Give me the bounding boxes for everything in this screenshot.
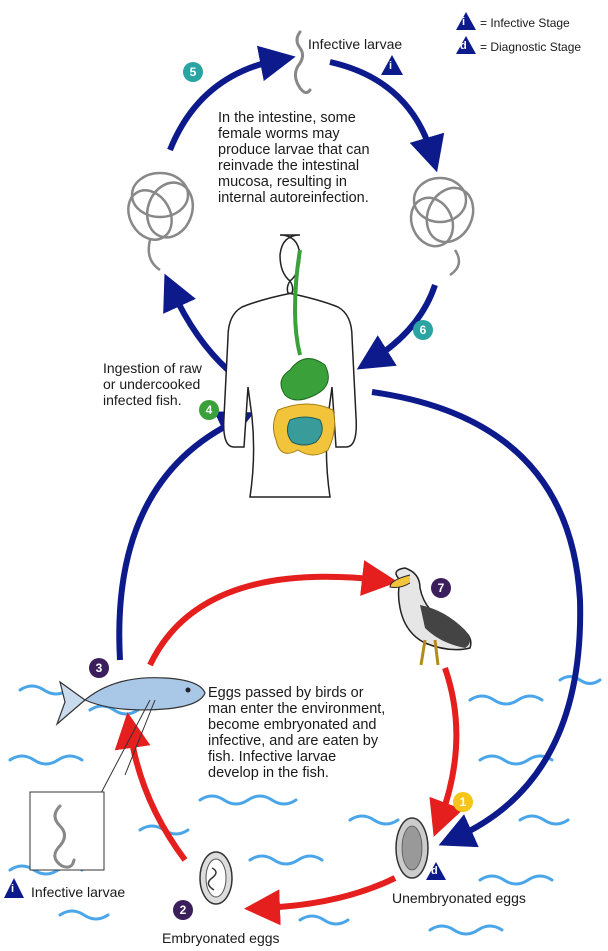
- pelican-icon: [390, 568, 471, 665]
- embryonated-eggs-label: Embryonated eggs: [162, 930, 280, 946]
- infective-larvae-bottom-label: Infective larvae: [31, 884, 125, 900]
- stage-badge-4: 4: [199, 400, 219, 420]
- eggs-environment-text: Eggs passed by birds or man enter the en…: [208, 685, 385, 781]
- diagnostic-marker-symbol: d: [431, 864, 438, 878]
- stage-badge-7: 7: [431, 578, 451, 598]
- fish-icon: [57, 678, 205, 795]
- stage-badge-1: 1: [453, 792, 473, 812]
- legend-infective-symbol: i: [462, 15, 465, 29]
- legend-infective-text: = Infective Stage: [480, 16, 570, 30]
- unembryonated-egg-icon: [396, 818, 428, 878]
- infective-larvae-top-label: Infective larvae: [308, 36, 402, 52]
- coiled-worm-icon-left: [120, 173, 201, 270]
- legend-infective-triangle: [456, 12, 476, 30]
- stage-badge-2: 2: [173, 900, 193, 920]
- stage-badge-3: 3: [89, 658, 109, 678]
- embryonated-egg-icon: [200, 852, 232, 904]
- legend-diagnostic-text: = Diagnostic Stage: [480, 40, 581, 54]
- stage-badge-5: 5: [183, 62, 203, 82]
- stage-badge-6: 6: [413, 320, 433, 340]
- ingestion-text: Ingestion of raw or undercooked infected…: [103, 360, 202, 408]
- autoinfection-text: In the intestine, some female worms may …: [218, 110, 370, 206]
- infective-marker-top-symbol: i: [389, 59, 392, 73]
- human-body-icon: [224, 235, 357, 497]
- infective-marker-bottom-symbol: i: [11, 882, 14, 896]
- coiled-worm-icon-right: [403, 178, 481, 275]
- legend-diagnostic-symbol: d: [460, 39, 467, 53]
- unembryonated-eggs-label: Unembryonated eggs: [392, 890, 526, 906]
- larva-inset-box: [30, 792, 104, 870]
